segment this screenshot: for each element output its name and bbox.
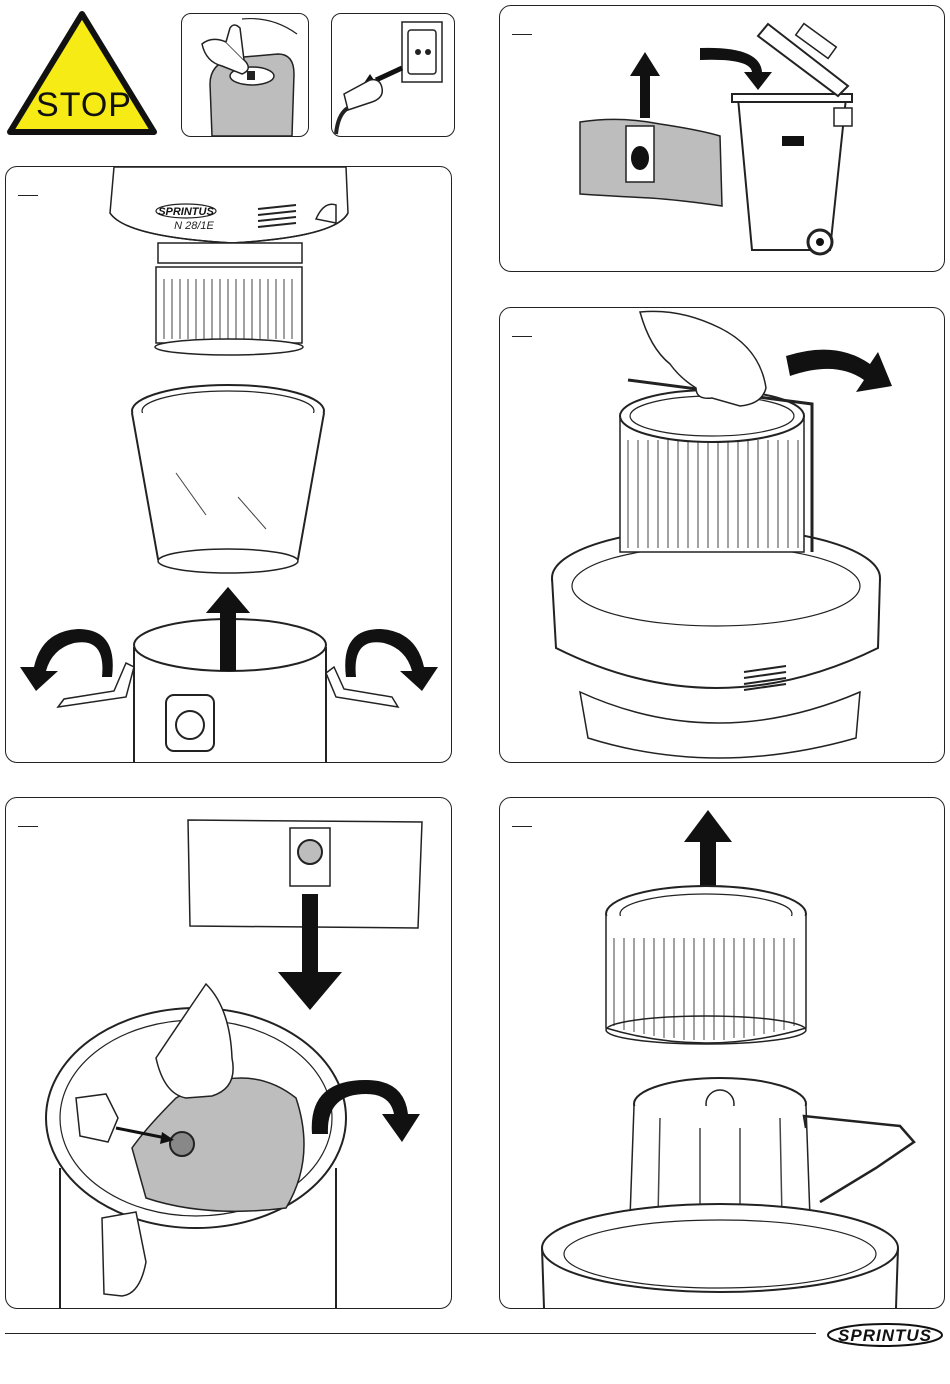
unplug-thumbnail — [331, 13, 455, 137]
step-marker — [512, 34, 532, 35]
panel-insert-bag — [5, 797, 452, 1309]
stop-sign-text: STOP — [36, 86, 132, 124]
unplug-icon — [332, 14, 454, 136]
step-marker — [18, 195, 38, 196]
stop-warning-sign: STOP — [4, 8, 160, 138]
panel-lift-filter — [499, 797, 945, 1309]
step-marker — [18, 826, 38, 827]
step-marker — [512, 826, 532, 827]
step-marker — [512, 336, 532, 337]
panel-unlock-filter — [499, 307, 945, 763]
filter-unlock-illustration — [500, 308, 944, 762]
footer-rule — [5, 1333, 816, 1334]
bag-insert-illustration — [6, 798, 451, 1308]
panel-remove-head: SPRINTUS N 28/1E — [5, 166, 452, 763]
panel-dispose-bag — [499, 5, 945, 272]
footer-brand-logo: SPRINTUS — [826, 1322, 944, 1348]
filter-lift-illustration — [500, 798, 944, 1308]
footer-brand-text: SPRINTUS — [838, 1326, 932, 1345]
head-brand-label: SPRINTUS — [158, 206, 214, 218]
power-switch-icon — [182, 14, 308, 136]
head-model-label: N 28/1E — [174, 220, 214, 232]
dispose-bag-icon — [500, 6, 944, 271]
vacuum-head-illustration: SPRINTUS N 28/1E — [6, 167, 451, 762]
switch-off-thumbnail — [181, 13, 309, 137]
